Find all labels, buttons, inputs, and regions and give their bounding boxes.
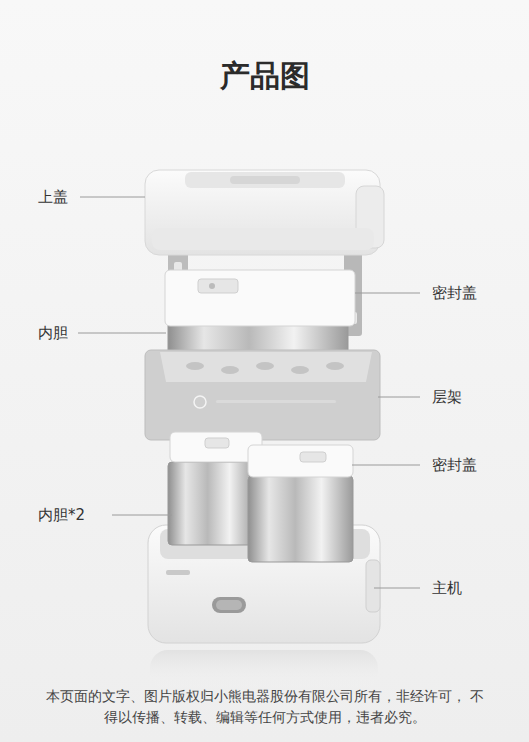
illustration-shape <box>291 366 309 374</box>
part-label: 上盖 <box>38 187 68 207</box>
part-label: 密封盖 <box>432 455 477 475</box>
part-label: 内胆 <box>38 323 68 343</box>
illustration-shape <box>145 350 380 440</box>
illustration-shape <box>185 172 345 188</box>
illustration-shape <box>374 588 420 589</box>
illustration-shape <box>186 362 204 370</box>
illustration-shape <box>112 515 172 516</box>
illustration-shape <box>256 362 274 370</box>
illustration-shape <box>150 650 378 690</box>
part-label: 内胆*2 <box>38 505 85 525</box>
illustration-shape <box>166 570 190 575</box>
illustration-shape <box>355 293 420 294</box>
illustration-shape <box>160 352 372 382</box>
illustration-shape <box>300 452 326 462</box>
illustration-shape <box>230 176 300 184</box>
illustration-shape <box>165 270 355 326</box>
illustration-shape <box>366 560 380 612</box>
illustration-shape <box>221 366 239 374</box>
illustration-shape <box>194 396 206 408</box>
illustration-shape <box>248 445 353 477</box>
illustration-shape <box>326 362 344 370</box>
illustration-shape <box>198 279 238 293</box>
illustration-shape <box>152 228 374 250</box>
illustration-shape <box>80 197 145 198</box>
leader-lines <box>78 197 420 588</box>
part-label: 层架 <box>432 387 462 407</box>
illustration-shape <box>248 476 353 562</box>
part-label: 密封盖 <box>432 283 477 303</box>
illustration-shape <box>78 333 166 334</box>
illustration-shape <box>168 462 256 545</box>
page-title: 产品图 <box>220 56 310 97</box>
upper-lid <box>145 170 384 336</box>
part-label: 主机 <box>432 578 462 598</box>
illustration-shape <box>216 400 336 403</box>
illustration-shape <box>378 397 420 398</box>
illustration-shape <box>212 597 246 613</box>
illustration-shape <box>216 600 242 610</box>
illustration-shape <box>352 465 420 466</box>
small-seal-lids <box>170 432 353 477</box>
illustration-shape <box>209 283 215 289</box>
illustration-shape <box>205 438 229 448</box>
copyright-caption: 本页面的文字、图片版权归小熊电器股份有限公司所有，非经许可， 不得以传播、转载、… <box>40 686 490 728</box>
top-seal-lid <box>165 270 355 326</box>
shelf <box>145 350 380 440</box>
illustration-shape <box>145 170 380 255</box>
